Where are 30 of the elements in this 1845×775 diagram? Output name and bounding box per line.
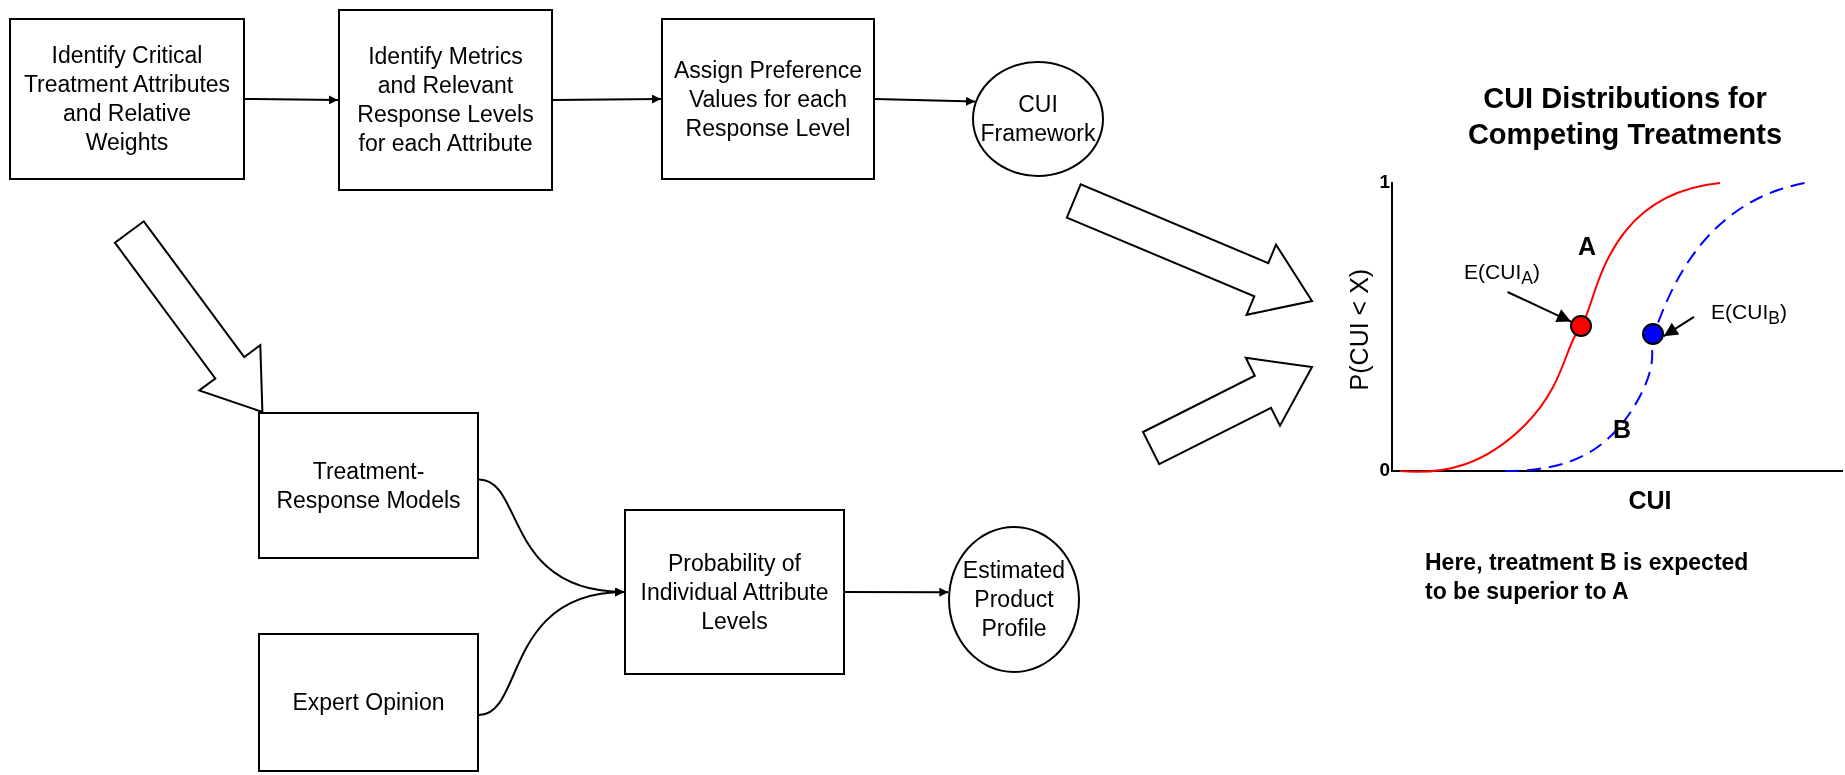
process-box: Assign Preference Values for each Response Level — [661, 18, 875, 180]
axis-title: P(CUI < X) — [1344, 267, 1375, 393]
curve-label: B — [1613, 414, 1633, 445]
data-point-marker — [1570, 315, 1592, 337]
leader-arrow — [1506, 291, 1572, 323]
block-arrow — [113, 219, 264, 414]
process-ellipse: Estimated Product Profile — [948, 526, 1080, 673]
process-box: Identify Metrics and Relevant Response Levels for each Attribute — [338, 9, 553, 191]
axis-tick-label: 1 — [1378, 170, 1390, 194]
point-label: E(CUI$_{B}$) — [1694, 297, 1804, 333]
block-arrow — [1141, 356, 1314, 466]
data-point-marker — [1642, 323, 1664, 345]
leader-arrow — [1662, 315, 1695, 338]
process-ellipse: CUI Framework — [972, 61, 1104, 177]
chart-note: Here, treatment B is expected to be superior to A — [1425, 548, 1750, 606]
axis-tick-label: 0 — [1378, 458, 1390, 482]
arrow — [552, 94, 662, 104]
arrow — [874, 96, 977, 106]
arrow — [244, 95, 339, 105]
process-box: Identify Critical Treatment Attributes and Relative Weights — [9, 18, 245, 180]
curve-label: A — [1578, 231, 1598, 262]
axis-title: CUI — [1627, 485, 1673, 516]
chart-title: CUI Distributions for Competing Treatments — [1466, 81, 1784, 153]
process-box: Expert Opinion — [258, 633, 479, 772]
point-label: E(CUI$_{A}$) — [1447, 258, 1557, 292]
arrow — [478, 588, 625, 716]
process-box: Probability of Individual Attribute Levels — [624, 509, 845, 675]
block-arrow — [1065, 183, 1314, 317]
process-box: Treatment-Response Models — [258, 412, 479, 559]
arrow — [844, 587, 950, 597]
